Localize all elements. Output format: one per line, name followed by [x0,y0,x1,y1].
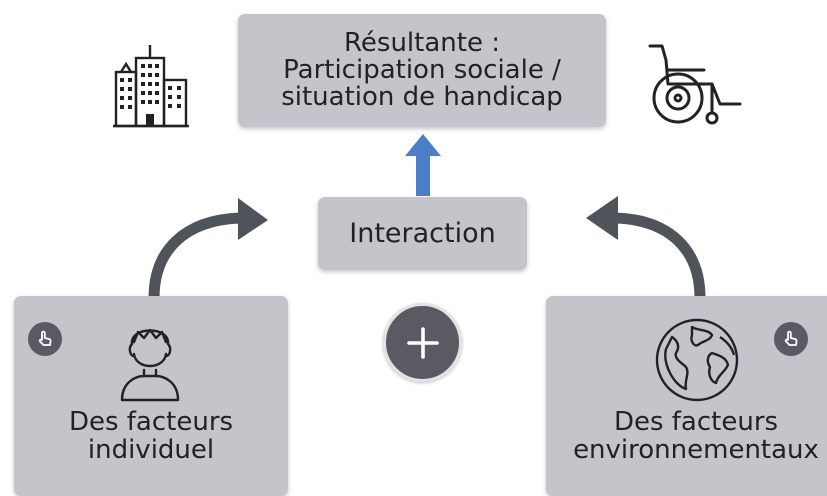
tap-hand-icon [784,330,798,346]
curved-arrow-right [586,196,706,299]
individual-line-2: individuel [87,435,215,465]
environment-line-1: Des facteurs [613,407,779,437]
environment-line-2: environnementaux [573,435,819,465]
arrow-up-icon [405,134,441,196]
globe-icon [655,318,739,402]
interaction-box: Interaction [318,197,527,270]
result-line-2: Participation sociale / [283,55,561,85]
interaction-label: Interaction [349,218,496,249]
result-box: Résultante : Participation sociale / sit… [238,14,606,127]
result-line-3: situation de handicap [281,82,563,112]
result-title: Résultante : [344,28,500,58]
environmental-factors-box: Des facteurs environnementaux [546,296,827,496]
tap-button-environment[interactable] [774,322,808,356]
plus-icon [406,326,439,359]
buildings-icon [113,45,189,128]
person-icon [120,328,180,402]
curved-arrow-left [148,198,268,299]
plus-button[interactable] [383,303,462,382]
wheelchair-icon [648,44,742,125]
tap-hand-icon [38,330,52,346]
individual-factors-box: Des facteurs individuel [14,296,288,496]
tap-button-individual[interactable] [28,322,62,356]
individual-line-1: Des facteurs [68,407,234,437]
